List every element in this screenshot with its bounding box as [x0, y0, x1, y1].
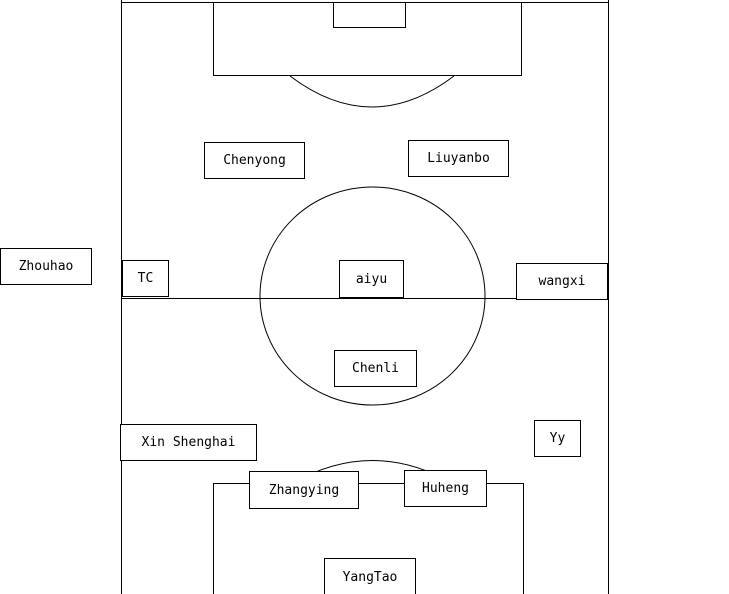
top-penalty-area — [213, 2, 522, 76]
player-label: YangTao — [342, 569, 398, 585]
player-box-liuyanbo[interactable]: Liuyanbo — [408, 140, 509, 177]
player-label: Huheng — [422, 481, 469, 496]
top-goal-area — [333, 2, 406, 28]
player-label: Chenli — [352, 361, 399, 376]
player-box-yy[interactable]: Yy — [534, 420, 581, 457]
player-box-tc[interactable]: TC — [122, 260, 169, 297]
player-label: Xin Shenghai — [141, 435, 236, 450]
player-box-xin-shenghai[interactable]: Xin Shenghai — [120, 424, 257, 461]
player-box-huheng[interactable]: Huheng — [404, 470, 487, 507]
player-box-zhangying[interactable]: Zhangying — [249, 471, 359, 509]
player-label: TC — [137, 271, 154, 286]
player-box-zhouhao[interactable]: Zhouhao — [0, 248, 92, 285]
top-penalty-arc — [289, 75, 455, 108]
player-box-chenli[interactable]: Chenli — [334, 350, 417, 387]
player-label: Zhouhao — [18, 259, 74, 274]
player-box-chenyong[interactable]: Chenyong — [204, 142, 305, 179]
bottom-penalty-area — [213, 483, 524, 594]
center-circle — [259, 186, 486, 406]
player-label: Zhangying — [268, 482, 340, 498]
player-label: Chenyong — [223, 153, 286, 168]
player-label: wangxi — [538, 274, 586, 289]
player-label: Yy — [549, 431, 566, 446]
player-box-wangxi[interactable]: wangxi — [516, 263, 608, 300]
player-label: Liuyanbo — [427, 151, 490, 166]
player-label: aiyu — [355, 271, 388, 287]
player-box-yangtao[interactable]: YangTao — [324, 558, 416, 594]
player-box-aiyu[interactable]: aiyu — [339, 260, 404, 298]
